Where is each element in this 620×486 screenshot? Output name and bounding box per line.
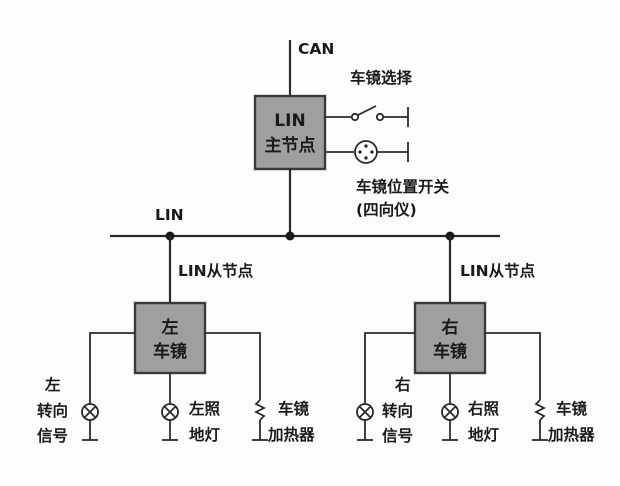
mirror-select-label: 车镜选择 (350, 68, 413, 87)
left-box-label-line1: 左 (162, 317, 179, 338)
master-label-line2: 主节点 (265, 135, 316, 156)
right-heater-label-2: 加热器 (547, 425, 595, 444)
right-turn-label-3: 信号 (382, 426, 413, 445)
lamp-icon (81, 403, 99, 421)
left-turn-label-2: 转向 (37, 401, 68, 420)
heater-icon (533, 399, 547, 421)
left-heater (205, 332, 268, 441)
left-heater-label-1: 车镜 (278, 399, 310, 418)
lamp-icon (441, 403, 459, 421)
can-label: CAN (298, 40, 334, 58)
left-lamp-label-1: 左照 (188, 399, 221, 418)
right-puddle-lamp (441, 373, 459, 441)
right-turn-signal (356, 332, 415, 441)
switch-icon (325, 105, 409, 127)
lamp-icon (161, 403, 179, 421)
right-turn-label-2: 转向 (382, 401, 413, 420)
right-turn-label-1: 右 (395, 375, 411, 394)
position-switch-label-line1: 车镜位置开关 (356, 177, 450, 196)
right-mirror-box (413, 301, 487, 375)
position-switch-label-line2: (四向仪) (356, 200, 417, 219)
right-heater-label-1: 车镜 (556, 399, 588, 418)
heater-icon (253, 399, 267, 421)
right-lamp-label-2: 地灯 (468, 425, 500, 444)
four-way-switch-icon (325, 140, 409, 164)
left-turn-label-1: 左 (44, 375, 61, 394)
left-slave-label: LIN从节点 (178, 261, 254, 280)
right-heater (485, 332, 548, 441)
right-slave-label: LIN从节点 (460, 261, 536, 280)
right-box-label-line2: 车镜 (433, 341, 467, 362)
left-box-label-line2: 车镜 (153, 341, 187, 362)
bus-junction-center (285, 231, 295, 241)
lamp-icon (356, 403, 374, 421)
left-mirror-box (133, 301, 207, 375)
left-heater-label-2: 加热器 (267, 425, 315, 444)
right-box-label-line1: 右 (442, 317, 459, 338)
left-turn-signal (81, 332, 135, 441)
lin-master-node-box (253, 94, 327, 171)
left-lamp-label-2: 地灯 (189, 425, 221, 444)
lin-bus-label: LIN (155, 206, 184, 224)
master-label-line1: LIN (274, 111, 305, 131)
left-turn-label-3: 信号 (37, 426, 68, 445)
left-puddle-lamp (161, 373, 179, 441)
right-lamp-label-1: 右照 (468, 399, 500, 418)
